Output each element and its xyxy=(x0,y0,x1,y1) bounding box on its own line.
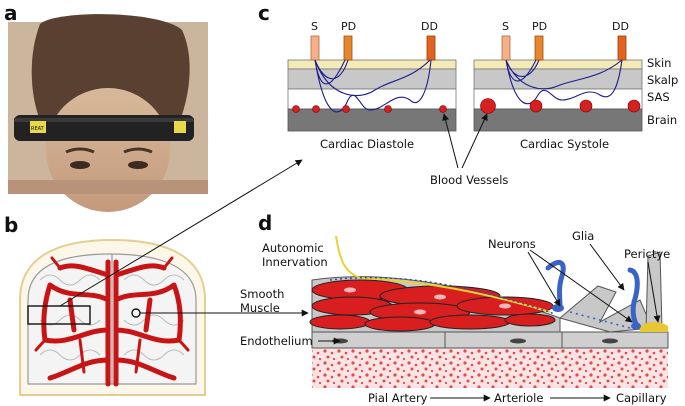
brain-vessel-drawing xyxy=(19,238,206,396)
probe-label-s1: S xyxy=(311,20,318,33)
glia-label: Glia xyxy=(572,229,594,243)
panel-label-b: b xyxy=(4,213,18,237)
svg-text:REAT: REAT xyxy=(31,126,45,132)
probe-label-s2: S xyxy=(502,20,509,33)
region-box xyxy=(27,305,91,325)
probe-pd xyxy=(343,35,353,61)
arrow-to-panel-c xyxy=(59,159,303,307)
autonomic-label-1: Autonomic xyxy=(262,241,324,255)
neurons-label: Neurons xyxy=(488,237,536,251)
layer-skalp: Skalp xyxy=(647,73,678,87)
diastole-diagram xyxy=(287,35,457,132)
autonomic-label-2: Innervation xyxy=(262,255,328,269)
smooth-muscle-label-2: Muscle xyxy=(240,301,280,315)
probe-label-dd1: DD xyxy=(421,20,438,33)
diastole-label: Cardiac Diastole xyxy=(320,137,414,151)
systole-diagram xyxy=(473,35,643,132)
probe-dd xyxy=(426,35,436,61)
capillary-label: Capillary xyxy=(616,391,667,405)
panel-label-a: a xyxy=(4,1,18,25)
arteriole-label: Arteriole xyxy=(494,391,543,405)
pericyte-label: Perictye xyxy=(624,247,670,261)
layer-brain: Brain xyxy=(647,113,677,127)
layer-sas: SAS xyxy=(647,90,670,104)
pial-artery-label: Pial Artery xyxy=(368,391,428,405)
blood-vessels-label: Blood Vessels xyxy=(430,173,508,187)
systole-label: Cardiac Systole xyxy=(520,137,609,151)
probe-label-pd2: PD xyxy=(532,20,547,33)
layer-skin: Skin xyxy=(647,56,671,70)
panel-label-d: d xyxy=(258,211,272,235)
smooth-muscle-label-1: Smooth xyxy=(240,287,284,301)
vessel-wall-diagram xyxy=(309,235,669,388)
probe-s xyxy=(310,35,320,61)
headband-photo: REAT xyxy=(8,14,208,212)
sensor-tag-right xyxy=(174,121,186,133)
panel-label-c: c xyxy=(258,1,270,25)
endothelium-label: Endothelium xyxy=(240,334,313,348)
probe-label-dd2: DD xyxy=(612,20,629,33)
probe-label-pd1: PD xyxy=(341,20,356,33)
sensor-tag-left xyxy=(30,121,46,133)
